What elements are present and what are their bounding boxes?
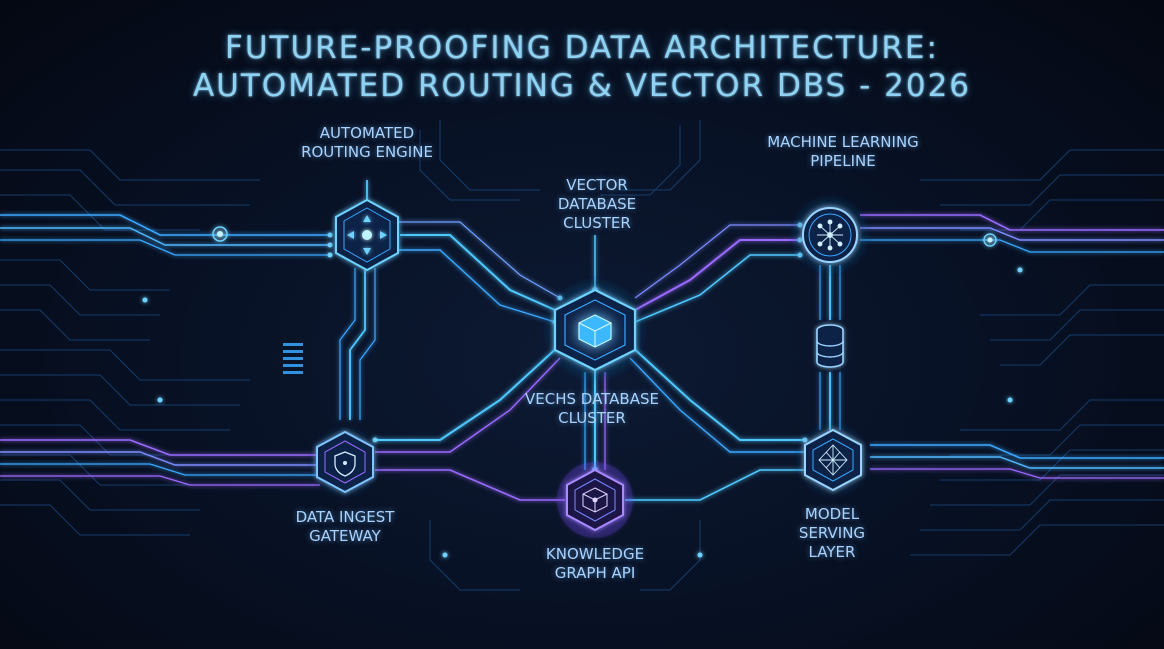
neural-network-icon xyxy=(817,219,843,251)
label-line: CLUSTER xyxy=(558,409,626,427)
list-bars-icon xyxy=(283,343,303,374)
graph-cube-icon xyxy=(582,487,608,513)
polyhedron-icon xyxy=(818,444,848,476)
left-trace-bundle xyxy=(0,214,330,486)
label-line: GRAPH API xyxy=(554,564,636,582)
vector-db-top-label: VECTOR DATABASE CLUSTER xyxy=(558,176,636,233)
label-line: ROUTING ENGINE xyxy=(301,143,433,161)
label-line: GATEWAY xyxy=(309,527,381,545)
label-line: SERVING xyxy=(798,524,866,542)
label-line: KNOWLEDGE xyxy=(545,545,645,563)
label-line: CLUSTER xyxy=(563,214,631,232)
diagram-title-line-2: AUTOMATED ROUTING & VECTOR DBS - 2026 xyxy=(192,68,972,104)
shield-icon xyxy=(334,451,356,477)
label-line: DATA INGEST xyxy=(295,508,395,526)
database-stack-icon xyxy=(816,324,844,368)
compass-arrows-icon xyxy=(347,215,387,255)
label-line: PIPELINE xyxy=(810,152,876,170)
label-line: MACHINE LEARNING xyxy=(767,133,919,151)
target-ring-icon xyxy=(212,226,228,242)
label-line: DATABASE xyxy=(557,195,637,213)
label-line: LAYER xyxy=(808,543,856,561)
label-line: VECTOR xyxy=(566,176,628,194)
node-connections xyxy=(339,180,841,501)
label-line: AUTOMATED xyxy=(319,124,415,142)
knowledge-graph-label: KNOWLEDGE GRAPH API xyxy=(546,545,644,583)
ml-pipeline-label: MACHINE LEARNING PIPELINE xyxy=(767,133,919,171)
data-ingest-label: DATA INGEST GATEWAY xyxy=(296,508,395,546)
routing-engine-label: AUTOMATED ROUTING ENGINE xyxy=(301,124,433,162)
diagram-title-line-1: FUTURE-PROOFING DATA ARCHITECTURE: xyxy=(225,30,939,66)
vector-db-center-label: VECHS DATABASE CLUSTER xyxy=(525,390,659,428)
right-trace-bundle xyxy=(860,214,1164,479)
label-line: VECHS DATABASE xyxy=(525,390,659,408)
label-line: MODEL xyxy=(804,505,860,523)
cube-icon xyxy=(578,314,612,348)
background-traces xyxy=(0,120,1164,591)
target-ring-icon xyxy=(983,233,997,247)
model-serving-label: MODEL SERVING LAYER xyxy=(799,505,865,562)
